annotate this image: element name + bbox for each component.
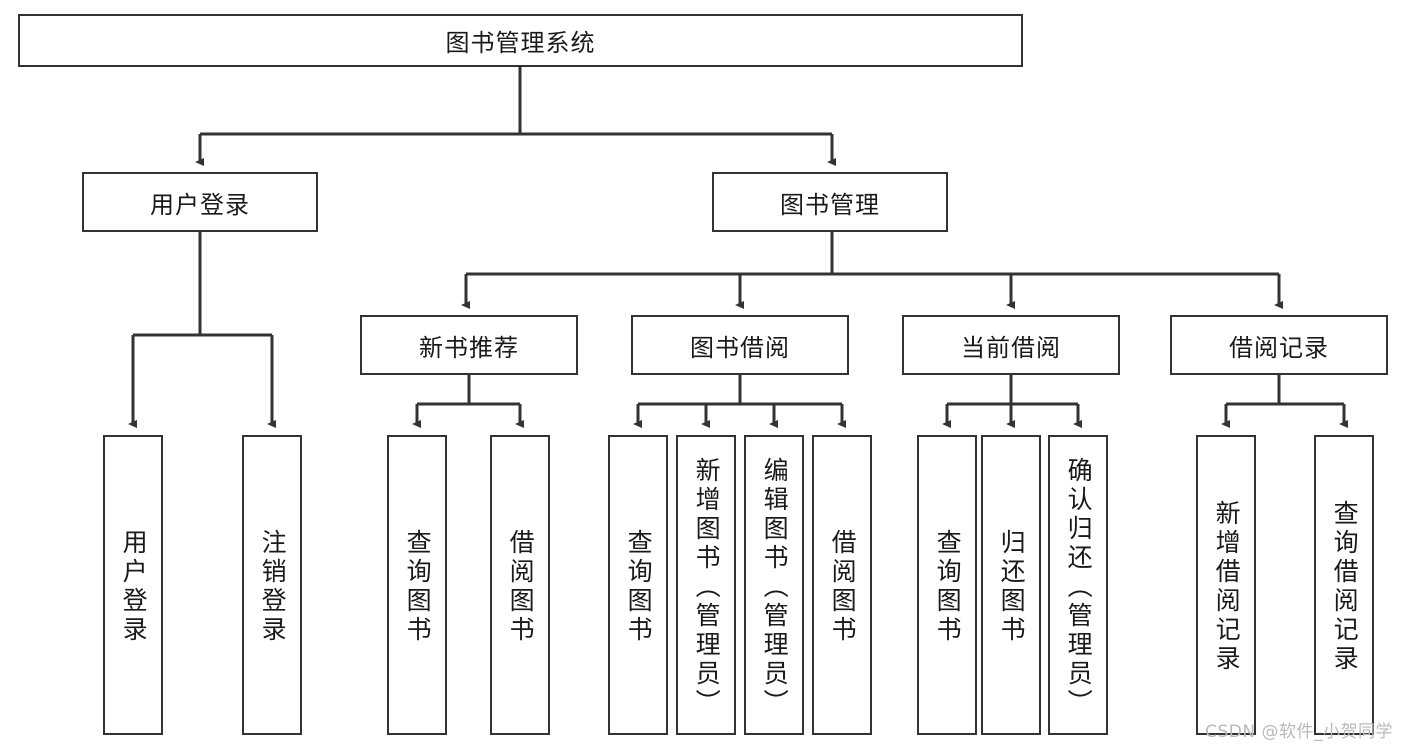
leaf-borrow-query-book-label: 查询图书 — [624, 529, 654, 645]
node-book-borrow[interactable]: 图书借阅 — [631, 315, 849, 375]
leaf-borrow-edit-book-label: 编辑图书（管理员） — [760, 456, 790, 718]
leaf-user-logout[interactable]: 注销登录 — [242, 435, 302, 735]
leaf-newbook-query-book-label: 查询图书 — [403, 529, 433, 645]
node-current-borrow[interactable]: 当前借阅 — [902, 315, 1120, 375]
leaf-current-return-book-label: 归还图书 — [997, 529, 1027, 645]
leaf-user-login-label: 用户登录 — [119, 529, 149, 645]
leaf-borrow-edit-book[interactable]: 编辑图书（管理员） — [744, 435, 804, 735]
leaf-record-add-record[interactable]: 新增借阅记录 — [1196, 435, 1256, 735]
leaf-borrow-borrow-book-label: 借阅图书 — [828, 529, 858, 645]
node-current-borrow-label: 当前借阅 — [961, 333, 1061, 362]
leaf-borrow-add-book-label: 新增图书（管理员） — [692, 456, 722, 718]
node-user-login[interactable]: 用户登录 — [82, 172, 318, 232]
leaf-current-return-book[interactable]: 归还图书 — [981, 435, 1041, 735]
leaf-current-query-book-label: 查询图书 — [933, 529, 963, 645]
leaf-borrow-add-book[interactable]: 新增图书（管理员） — [676, 435, 736, 735]
node-book-management-label: 图书管理 — [780, 190, 880, 219]
leaf-record-add-record-label: 新增借阅记录 — [1212, 500, 1242, 674]
node-root-label: 图书管理系统 — [445, 29, 596, 57]
node-new-book-recommend[interactable]: 新书推荐 — [360, 315, 578, 375]
node-user-login-label: 用户登录 — [150, 190, 250, 219]
leaf-user-logout-label: 注销登录 — [258, 529, 288, 645]
leaf-borrow-borrow-book[interactable]: 借阅图书 — [812, 435, 872, 735]
leaf-newbook-borrow-book-label: 借阅图书 — [506, 529, 536, 645]
node-root[interactable]: 图书管理系统 — [18, 14, 1023, 67]
node-new-book-recommend-label: 新书推荐 — [419, 333, 519, 362]
leaf-record-query-record-label: 查询借阅记录 — [1330, 500, 1360, 674]
leaf-user-login[interactable]: 用户登录 — [103, 435, 163, 735]
node-book-borrow-label: 图书借阅 — [690, 333, 790, 362]
leaf-current-confirm-return-label: 确认归还（管理员） — [1064, 456, 1094, 718]
leaf-borrow-query-book[interactable]: 查询图书 — [608, 435, 668, 735]
leaf-newbook-borrow-book[interactable]: 借阅图书 — [490, 435, 550, 735]
leaf-record-query-record[interactable]: 查询借阅记录 — [1314, 435, 1374, 735]
leaf-current-query-book[interactable]: 查询图书 — [917, 435, 977, 735]
node-borrow-record[interactable]: 借阅记录 — [1170, 315, 1388, 375]
watermark: CSDN @软件_小贺同学 — [1205, 722, 1393, 742]
leaf-newbook-query-book[interactable]: 查询图书 — [387, 435, 447, 735]
node-book-management[interactable]: 图书管理 — [712, 172, 948, 232]
node-borrow-record-label: 借阅记录 — [1229, 333, 1329, 362]
leaf-current-confirm-return[interactable]: 确认归还（管理员） — [1048, 435, 1108, 735]
